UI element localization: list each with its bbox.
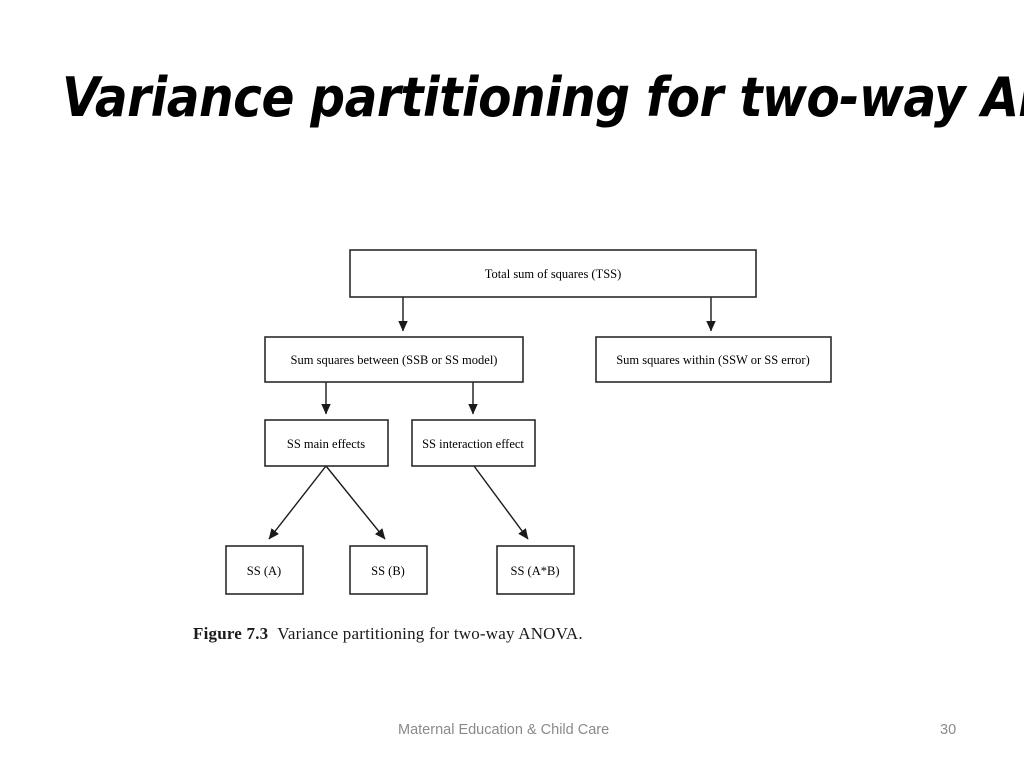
node-label-tss: Total sum of squares (TSS) — [485, 267, 622, 281]
figure-caption-label: Figure 7.3 — [193, 624, 269, 643]
node-ss-interaction-effect[interactable]: SS interaction effect — [411, 419, 536, 467]
figure-caption-text: Variance partitioning for two-way ANOVA. — [277, 624, 583, 643]
edge-group — [268, 297, 716, 540]
edge-ss-main-effects-to-ss-b — [325, 465, 386, 540]
edge-ss-interaction-effect-to-ss-ab — [473, 465, 529, 540]
node-label-ss-main-effects: SS main effects — [287, 437, 365, 451]
node-label-ss-a: SS (A) — [247, 564, 281, 578]
node-label-ssb: Sum squares between (SSB or SS model) — [291, 353, 498, 367]
node-ss-a[interactable]: SS (A) — [225, 545, 304, 595]
page-title: Variance partitioning for two-way ANOVA — [62, 66, 1024, 129]
node-ss-a-times-b[interactable]: SS (A*B) — [496, 545, 575, 595]
node-sum-squares-between[interactable]: Sum squares between (SSB or SS model) — [264, 336, 524, 383]
node-ss-b[interactable]: SS (B) — [349, 545, 428, 595]
slide-footer-text: Maternal Education & Child Care — [398, 722, 610, 738]
figure-diagram: Total sum of squares (TSS) Sum squares b… — [0, 230, 1024, 660]
node-total-sum-of-squares[interactable]: Total sum of squares (TSS) — [349, 249, 757, 298]
slide-page-number: 30 — [940, 722, 957, 738]
edge-ss-main-effects-to-ss-a — [268, 465, 327, 540]
node-label-ss-ab: SS (A*B) — [511, 564, 560, 578]
anova-flowchart-svg: Total sum of squares (TSS) Sum squares b… — [225, 249, 832, 595]
node-sum-squares-within[interactable]: Sum squares within (SSW or SS error) — [595, 336, 832, 383]
figure-caption: Figure 7.3 Variance partitioning for two… — [193, 624, 583, 644]
node-label-ss-b: SS (B) — [371, 564, 405, 578]
node-ss-main-effects[interactable]: SS main effects — [264, 419, 389, 467]
node-label-ss-interaction-effect: SS interaction effect — [422, 437, 524, 451]
node-label-ssw: Sum squares within (SSW or SS error) — [616, 353, 810, 367]
